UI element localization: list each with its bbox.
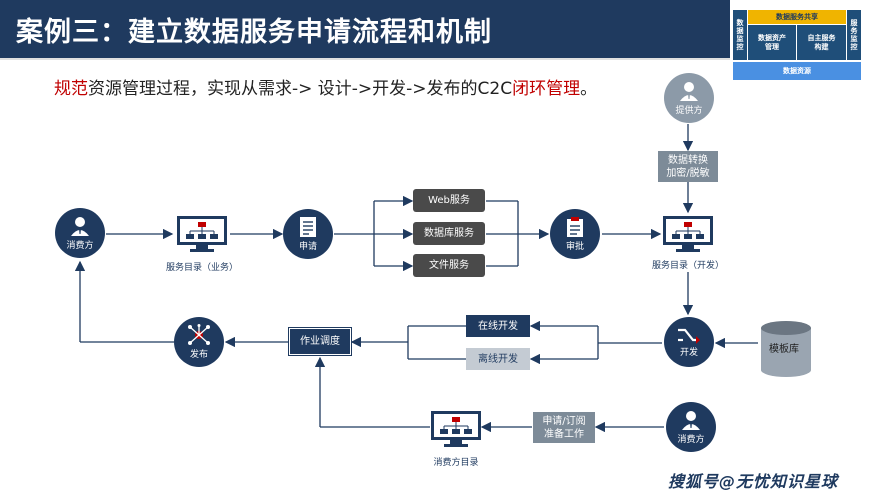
- page-title: 案例三：建立数据服务申请流程和机制: [16, 17, 492, 48]
- develop-node[interactable]: 开发: [664, 317, 714, 367]
- catalog-business-label: 服务目录（业务）: [165, 263, 238, 273]
- monitor-icon-dev[interactable]: [662, 215, 714, 253]
- shuffle-icon: [678, 328, 700, 344]
- mini-data-resource: 数据资源: [733, 62, 861, 80]
- subtitle-highlight-1: 规范: [54, 79, 88, 99]
- db-service-box[interactable]: 数据库服务: [413, 222, 485, 245]
- provider-label: 提供方: [675, 106, 703, 116]
- header-divider: [0, 58, 730, 60]
- online-dev-box[interactable]: 在线开发: [466, 315, 530, 337]
- consumer-catalog-label: 消费方目录: [433, 458, 479, 468]
- consumer-bottom-label: 消费方: [677, 435, 705, 445]
- mini-asset-mgmt: 数据资产 管理: [748, 25, 796, 60]
- publish-node[interactable]: 发布: [174, 317, 224, 367]
- mini-self-service: 自主服务 构建: [797, 25, 846, 60]
- data-transform-box[interactable]: 数据转换 加密/脱敏: [658, 151, 718, 182]
- clipboard-icon: [567, 217, 583, 237]
- mini-data-monitor: 数据监控: [733, 10, 747, 60]
- subtitle: 规范资源管理过程，实现从需求-> 设计->开发->发布的C2C闭环管理。: [54, 74, 597, 99]
- monitor-icon-consumer[interactable]: [430, 410, 482, 448]
- provider-node[interactable]: 提供方: [664, 73, 714, 123]
- develop-label: 开发: [679, 348, 698, 358]
- monitor-icon-business[interactable]: [176, 215, 228, 253]
- network-icon: [188, 324, 210, 345]
- database-cylinder-icon[interactable]: [760, 320, 812, 378]
- user-icon: [71, 217, 89, 236]
- apply-subscribe-box[interactable]: 申请/订阅 准备工作: [533, 412, 595, 443]
- consumer-node-bottom[interactable]: 消费方: [666, 402, 716, 452]
- consumer-left-label: 消费方: [66, 241, 94, 251]
- template-lib-label: 模板库: [769, 344, 799, 355]
- apply-node[interactable]: 申请: [283, 209, 333, 259]
- approve-label: 审批: [565, 242, 584, 252]
- mini-data-sharing: 数据服务共享: [748, 10, 846, 24]
- approve-node[interactable]: 审批: [550, 209, 600, 259]
- publish-label: 发布: [189, 350, 208, 360]
- user-icon: [682, 411, 700, 430]
- subtitle-highlight-2: 闭环管理: [512, 79, 581, 99]
- architecture-thumbnail: 数据监控 数据服务共享 数据资产 管理 自主服务 构建 服务监控 数据资源: [733, 10, 861, 82]
- header-bar: 案例三：建立数据服务申请流程和机制: [0, 0, 730, 58]
- user-icon: [680, 82, 698, 101]
- file-service-box[interactable]: 文件服务: [413, 254, 485, 277]
- job-schedule-box[interactable]: 作业调度: [288, 327, 352, 356]
- mini-service-monitor: 服务监控: [847, 10, 861, 60]
- offline-dev-box[interactable]: 离线开发: [466, 348, 530, 370]
- apply-label: 申请: [298, 242, 317, 252]
- web-service-box[interactable]: Web服务: [413, 189, 485, 212]
- document-icon: [300, 217, 316, 237]
- subtitle-body: 资源管理过程，实现从需求-> 设计->开发->发布的C2C: [88, 79, 513, 99]
- watermark-text: 搜狐号@无忧知识星球: [668, 472, 839, 491]
- consumer-node-left[interactable]: 消费方: [55, 208, 105, 258]
- subtitle-end: 。: [580, 79, 598, 99]
- catalog-dev-label: 服务目录（开发）: [651, 261, 724, 271]
